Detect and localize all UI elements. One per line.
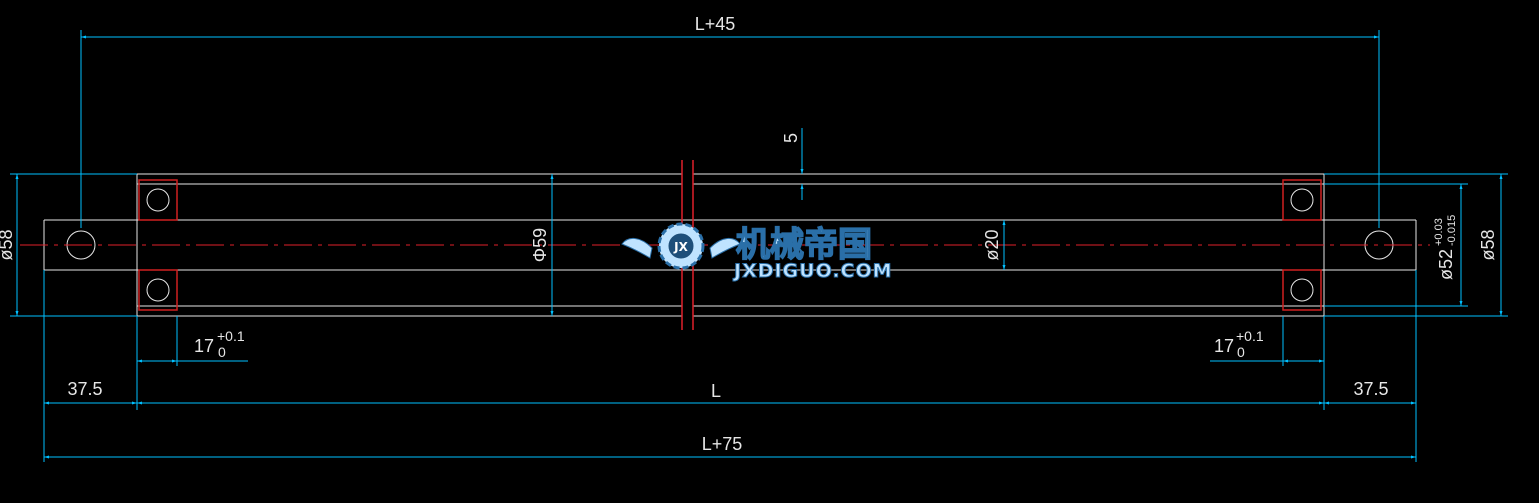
dim-bearing-bore-value: ø52	[1436, 249, 1456, 280]
dim-right-seat-lower: 0	[1237, 344, 1245, 360]
dim-right-outer-dia: ø58	[1478, 229, 1498, 260]
dim-tube-dia: Φ59	[530, 228, 550, 262]
dim-right-seat-value: 17	[1214, 336, 1234, 356]
dim-right-end: 37.5	[1353, 379, 1388, 399]
dim-right-seat-upper: +0.1	[1236, 328, 1264, 344]
dimension-lines	[10, 30, 1508, 462]
dim-radial-step: 5	[781, 133, 801, 143]
dim-left-end: 37.5	[67, 379, 102, 399]
left-bearing	[138, 179, 178, 311]
right-bearing	[1282, 179, 1322, 311]
dim-left-seat: 17 +0.1 0	[194, 328, 245, 360]
watermark-logo: JX 机械帝国 JXDIGUO.COM	[621, 222, 893, 283]
dim-overall-top: L+45	[695, 14, 736, 34]
dim-length: L	[711, 381, 721, 401]
dim-bearing-bore-upper: +0.03	[1433, 218, 1445, 246]
dim-right-seat: 17 +0.1 0	[1214, 328, 1264, 360]
wing-right-icon	[709, 238, 741, 259]
emblem-letters: JX	[673, 240, 688, 254]
dim-shaft-dia: ø20	[982, 229, 1002, 260]
dim-left-seat-upper: +0.1	[217, 328, 245, 344]
brand-en: JXDIGUO.COM	[732, 260, 893, 282]
dim-bearing-bore: ø52 +0.03 -0.015	[1433, 215, 1458, 280]
dim-left-seat-value: 17	[194, 336, 214, 356]
dim-left-seat-lower: 0	[218, 344, 226, 360]
dim-bearing-bore-lower: -0.015	[1446, 215, 1458, 246]
dim-left-outer-dia: ø58	[0, 229, 16, 260]
brand-cn: 机械帝国	[736, 225, 872, 265]
dim-overall-bottom: L+75	[702, 434, 743, 454]
shaft	[43, 219, 1417, 271]
wing-left-icon	[621, 238, 653, 259]
